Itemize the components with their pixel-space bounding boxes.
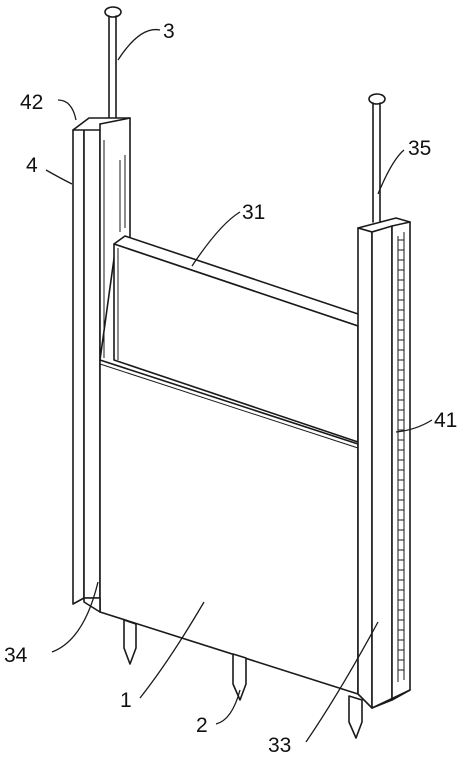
right-pin bbox=[368, 93, 386, 223]
leader-lines bbox=[45, 28, 433, 743]
label-34: 34 bbox=[4, 644, 28, 667]
label-35: 35 bbox=[408, 137, 431, 160]
left-pin bbox=[104, 6, 122, 129]
label-33: 33 bbox=[268, 734, 291, 757]
label-41: 41 bbox=[434, 409, 457, 432]
label-1: 1 bbox=[120, 689, 132, 712]
label-3: 3 bbox=[163, 20, 175, 43]
left-post bbox=[72, 117, 131, 605]
label-2: 2 bbox=[196, 714, 208, 737]
label-31: 31 bbox=[242, 201, 265, 224]
label-4: 4 bbox=[26, 154, 38, 177]
label-42: 42 bbox=[20, 91, 43, 114]
spikes bbox=[123, 619, 363, 739]
reference-labels: 3 42 4 31 35 41 34 1 2 33 bbox=[4, 20, 457, 757]
right-post bbox=[357, 217, 411, 709]
